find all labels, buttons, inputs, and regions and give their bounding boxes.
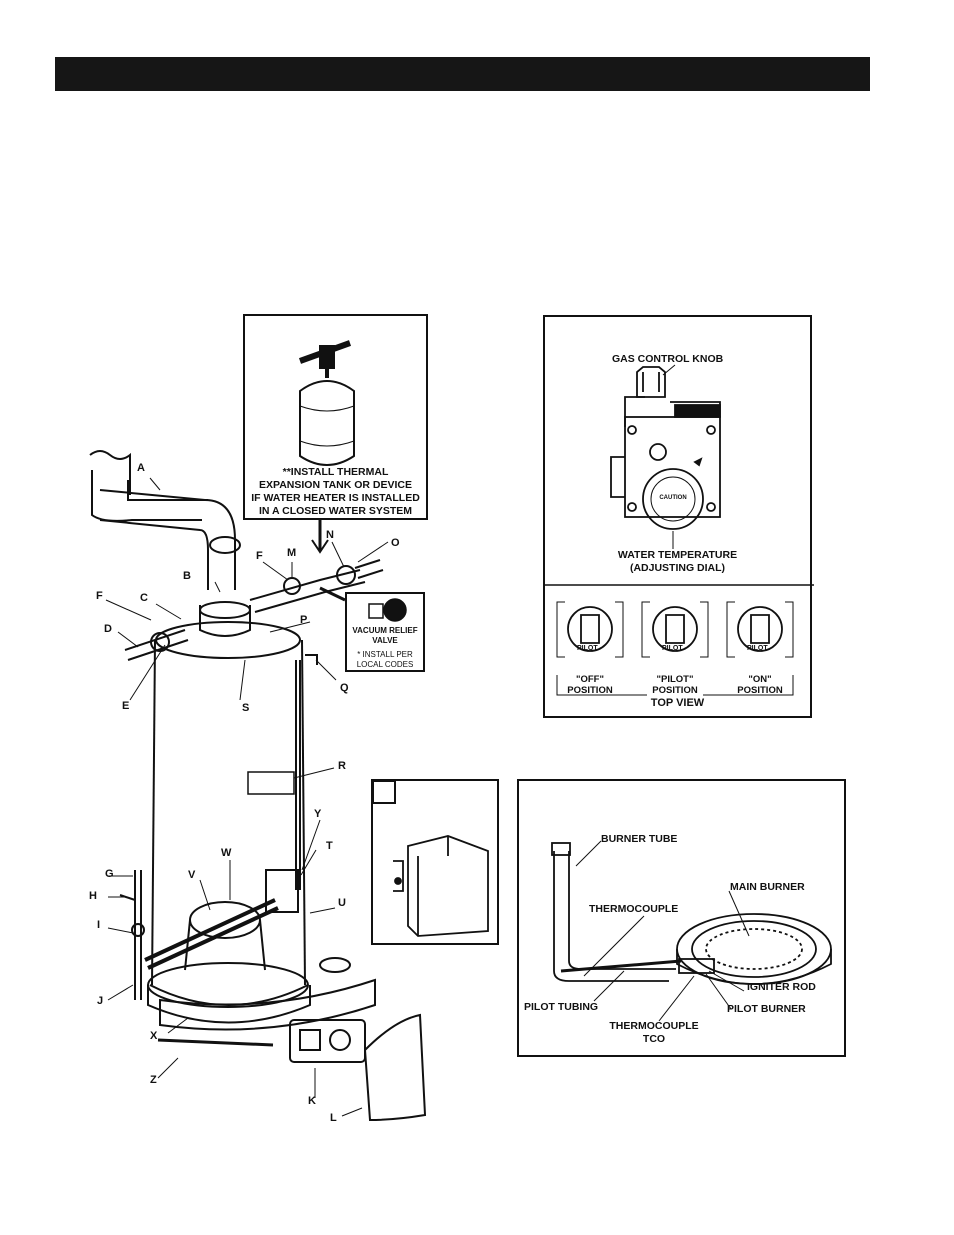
callout-j: J: [97, 995, 104, 1007]
callout-f-top: F: [256, 550, 263, 562]
mark-pilot-3: PILOT: [747, 645, 768, 652]
callout-b: B: [183, 570, 191, 582]
off-position-label: "OFF" POSITION: [555, 674, 625, 696]
callout-u: U: [338, 897, 346, 909]
burner-assembly-drawing: [551, 840, 832, 1022]
caution-label: CAUTION: [659, 495, 687, 501]
callout-n: N: [326, 529, 334, 541]
burner-assembly-box: BURNER TUBE MAIN BURNER THERMOCOUPLE IGN…: [517, 779, 846, 1057]
gas-control-drawing: [545, 364, 814, 696]
thermocouple-tco-label: THERMOCOUPLE TCO: [604, 1020, 704, 1046]
vacuum-note-line3: * INSTALL PER: [357, 650, 413, 659]
gas-control-knob-label: GAS CONTROL KNOB: [612, 353, 724, 365]
on-position-label: "ON" POSITION: [725, 674, 795, 696]
on-position-name: "ON": [748, 674, 772, 685]
thermocouple-tco-line1: THERMOCOUPLE: [609, 1020, 699, 1032]
access-cover-box: [371, 779, 499, 945]
callout-k: K: [308, 1095, 316, 1107]
expansion-note-line3: IF WATER HEATER IS INSTALLED: [251, 492, 420, 504]
expansion-note-line4: IN A CLOSED WATER SYSTEM: [258, 505, 413, 517]
water-temp-line1: WATER TEMPERATURE: [617, 549, 738, 561]
top-view-label: TOP VIEW: [650, 697, 705, 709]
igniter-rod-label: IGNITER ROD: [747, 981, 816, 993]
gas-control-box: GAS CONTROL KNOB CAUTION WATER TEMPERATU…: [543, 315, 814, 718]
pilot-burner-label: PILOT BURNER: [727, 1003, 806, 1015]
callout-t: T: [326, 840, 333, 852]
callout-c: C: [140, 592, 148, 604]
on-position-sub: POSITION: [737, 685, 783, 696]
vacuum-relief-drawing: [368, 598, 407, 622]
callout-s: S: [242, 702, 250, 714]
thermocouple-tco-line2: TCO: [642, 1033, 666, 1045]
vacuum-relief-note: VACUUM RELIEF VALVE * INSTALL PER LOCAL …: [347, 626, 423, 670]
callout-w: W: [221, 847, 232, 859]
callout-h: H: [89, 890, 97, 902]
callout-l: L: [330, 1112, 337, 1124]
pilot-tubing-label: PILOT TUBING: [524, 1001, 599, 1013]
callout-q: Q: [340, 682, 349, 694]
off-position-sub: POSITION: [567, 685, 613, 696]
vacuum-note-line4: LOCAL CODES: [356, 660, 414, 669]
callout-x: X: [150, 1030, 158, 1042]
main-burner-label: MAIN BURNER: [730, 881, 805, 893]
vacuum-note-line1: VACUUM RELIEF: [352, 626, 418, 635]
burner-tube-label: BURNER TUBE: [601, 833, 678, 845]
callout-a: A: [137, 462, 145, 474]
expansion-tank-drawing: [298, 340, 355, 466]
mark-pilot-1: PILOT: [577, 645, 598, 652]
callout-v: V: [188, 869, 196, 881]
callout-z: Z: [150, 1074, 157, 1086]
callout-m: M: [287, 547, 297, 559]
header-bar: [55, 57, 870, 91]
callout-o: O: [391, 537, 400, 549]
off-position-name: "OFF": [575, 674, 604, 685]
callout-d: D: [104, 623, 112, 635]
pilot-position-sub: POSITION: [652, 685, 698, 696]
water-temperature-label: WATER TEMPERATURE (ADJUSTING DIAL): [585, 549, 770, 575]
callout-e: E: [122, 700, 130, 712]
callout-i: I: [97, 919, 101, 931]
expansion-note-line1: **INSTALL THERMAL: [282, 466, 389, 478]
water-temp-line2: (ADJUSTING DIAL): [629, 562, 726, 574]
expansion-note-line2: EXPANSION TANK OR DEVICE: [258, 479, 413, 491]
callout-p: P: [300, 614, 308, 626]
pilot-position-label: "PILOT" POSITION: [640, 674, 710, 696]
access-cover-drawing: [373, 781, 489, 937]
callout-y: Y: [314, 808, 322, 820]
vacuum-note-line2: VALVE: [372, 636, 398, 645]
mark-pilot-2: PILOT: [662, 645, 683, 652]
callout-r: R: [338, 760, 346, 772]
vacuum-relief-box: VACUUM RELIEF VALVE * INSTALL PER LOCAL …: [345, 592, 425, 672]
callout-f-left: F: [96, 590, 103, 602]
thermocouple-label: THERMOCOUPLE: [589, 903, 679, 915]
callout-g: G: [105, 868, 114, 880]
pilot-position-name: "PILOT": [656, 674, 694, 685]
expansion-tank-note: **INSTALL THERMAL EXPANSION TANK OR DEVI…: [245, 466, 426, 518]
expansion-tank-box: **INSTALL THERMAL EXPANSION TANK OR DEVI…: [243, 314, 428, 520]
